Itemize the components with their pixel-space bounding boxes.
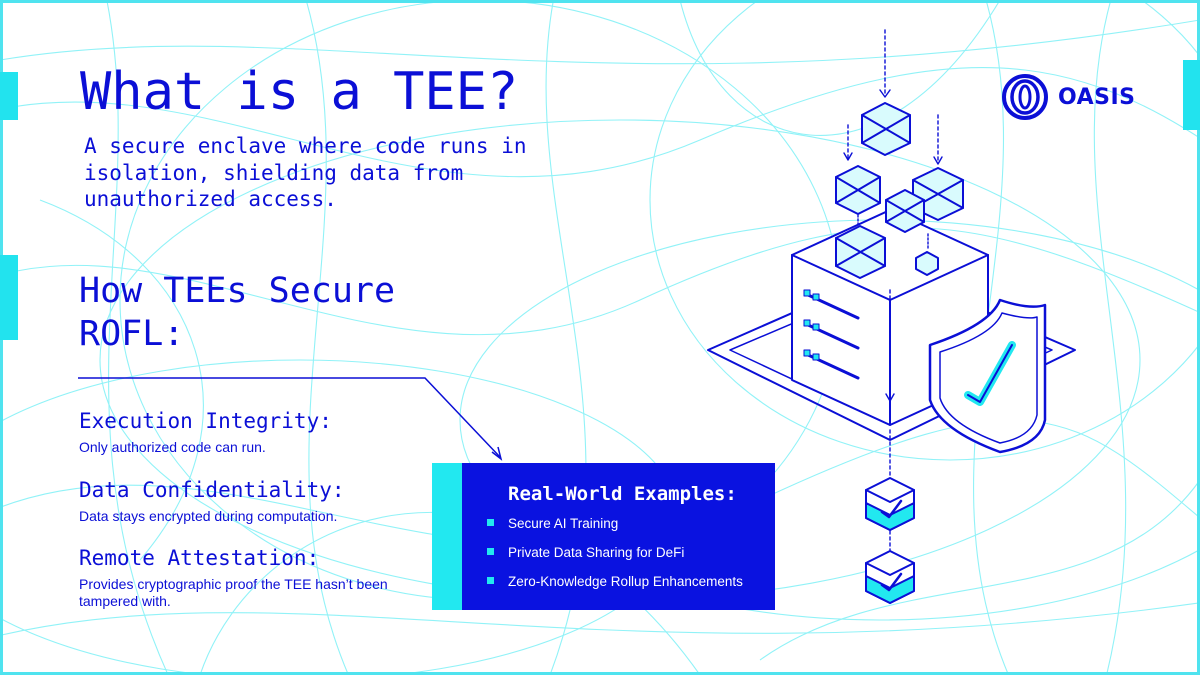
feature-desc-data-confidentiality: Data stays encrypted during computation.	[79, 508, 338, 524]
list-item: Zero-Knowledge Rollup Enhancements	[487, 573, 743, 602]
data-cube-icon	[835, 102, 964, 279]
bullet-icon	[487, 548, 494, 555]
example-label: Zero-Knowledge Rollup Enhancements	[508, 574, 743, 589]
checkmark-icon	[865, 477, 915, 604]
arrow-down-icon	[843, 29, 943, 551]
feature-desc-execution-integrity: Only authorized code can run.	[79, 439, 266, 455]
list-item: Secure AI Training	[487, 515, 743, 544]
examples-list: Secure AI Training Private Data Sharing …	[487, 515, 743, 602]
side-tab-left-top	[0, 72, 18, 120]
oasis-logo: OASIS	[1000, 72, 1136, 122]
list-item: Private Data Sharing for DeFi	[487, 544, 743, 573]
page-subtitle: A secure enclave where code runs in isol…	[84, 134, 527, 211]
feature-title-remote-attestation: Remote Attestation:	[79, 546, 320, 570]
side-tab-left-mid	[0, 255, 18, 340]
bullet-icon	[487, 519, 494, 526]
examples-accent-strip	[432, 463, 462, 610]
feature-title-data-confidentiality: Data Confidentiality:	[79, 478, 345, 502]
feature-desc-remote-attestation: Provides cryptographic proof the TEE has…	[79, 576, 388, 609]
bullet-icon	[487, 577, 494, 584]
tee-illustration	[707, 29, 1076, 604]
examples-panel: Real-World Examples: Secure AI Training …	[432, 463, 775, 610]
example-label: Private Data Sharing for DeFi	[508, 545, 685, 560]
side-tab-right-top	[1183, 60, 1200, 130]
oasis-rings-icon	[1002, 74, 1048, 120]
example-label: Secure AI Training	[508, 516, 619, 531]
page-title: What is a TEE?	[80, 62, 519, 122]
section-heading: How TEEs Secure ROFL:	[79, 271, 396, 354]
feature-title-execution-integrity: Execution Integrity:	[79, 409, 332, 433]
shield-check-icon	[928, 298, 1047, 454]
examples-title: Real-World Examples:	[508, 483, 737, 505]
logo-text: OASIS	[1058, 84, 1136, 110]
